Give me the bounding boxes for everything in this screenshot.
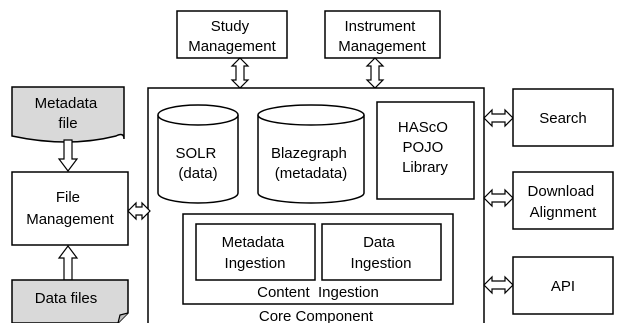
svg-text:File Management: File Management <box>26 189 114 228</box>
data-ingestion-label-line1: Data <box>363 234 395 251</box>
svg-text:Metadata file: Metadata file <box>35 95 102 132</box>
hasco-label-line1: HAScO <box>398 119 448 136</box>
file-management-label-line2: Management <box>26 211 114 228</box>
data-files-page-curl-icon <box>117 312 129 323</box>
blazegraph-label-line1: Blazegraph <box>271 145 347 162</box>
metadata-file-label-line1: Metadata <box>35 95 98 112</box>
hasco-pojo-library-box <box>376 101 475 200</box>
search-label: Search <box>539 110 587 127</box>
data-ingestion-box <box>321 223 442 281</box>
svg-text:Blazegraph (metadata): Blazegraph (metadata) <box>271 145 351 182</box>
study-management-box <box>176 10 288 59</box>
download-alignment-box <box>512 171 614 230</box>
data-files-to-file-management-arrow <box>57 245 79 281</box>
core-component-label: Core Component <box>259 308 374 323</box>
core-api-double-arrow <box>483 275 514 295</box>
metadata-to-file-management-arrow <box>57 139 79 172</box>
instrument-core-double-arrow <box>365 57 385 89</box>
data-files-label: Data files <box>35 290 98 307</box>
core-download-double-arrow <box>483 188 514 208</box>
metadata-file-label-line2: file <box>58 115 77 132</box>
hasco-label-line3: Library <box>402 159 448 176</box>
blazegraph-label-line2: (metadata) <box>275 165 348 182</box>
search-box <box>512 88 614 147</box>
svg-text:Study Management: Study Management <box>188 18 276 55</box>
solr-database-icon <box>157 104 239 204</box>
hasco-label-line2: POJO <box>402 139 443 156</box>
blazegraph-database-icon <box>257 104 365 204</box>
study-core-double-arrow <box>230 57 250 89</box>
download-label-line1: Download <box>528 183 595 200</box>
metadata-ingestion-label-line2: Ingestion <box>225 255 286 272</box>
svg-text:Download Alignment: Download Alignment <box>528 183 599 221</box>
metadata-ingestion-box <box>195 223 316 281</box>
metadata-ingestion-label-line1: Metadata <box>222 234 285 251</box>
svg-text:Metadata Ingestion: Metadata Ingestion <box>222 234 289 272</box>
svg-text:Instrument Management: Instrument Management <box>338 18 426 55</box>
file-management-core-double-arrow <box>127 201 151 221</box>
solr-label-line2: (data) <box>178 165 217 182</box>
study-management-label-line2: Management <box>188 38 276 55</box>
svg-text:Data Ingestion: Data Ingestion <box>351 234 412 272</box>
file-management-label-line1: File <box>56 189 80 206</box>
study-management-label-line1: Study <box>211 18 250 35</box>
solr-label-line1: SOLR <box>175 145 216 162</box>
data-ingestion-label-line2: Ingestion <box>351 255 412 272</box>
svg-text:SOLR (data): SOLR (data) <box>175 145 220 182</box>
instrument-management-label-line2: Management <box>338 38 426 55</box>
api-box <box>512 256 614 315</box>
content-ingestion-label: Content Ingestion <box>257 284 379 301</box>
metadata-file-document-icon <box>11 86 125 143</box>
instrument-management-label-line1: Instrument <box>344 18 416 35</box>
api-label: API <box>551 278 575 295</box>
file-management-box <box>11 171 129 246</box>
core-search-double-arrow <box>483 108 514 128</box>
download-label-line2: Alignment <box>530 204 598 221</box>
svg-text:HAScO POJO Library: HAScO POJO Library <box>398 119 452 176</box>
instrument-management-box <box>324 10 441 59</box>
